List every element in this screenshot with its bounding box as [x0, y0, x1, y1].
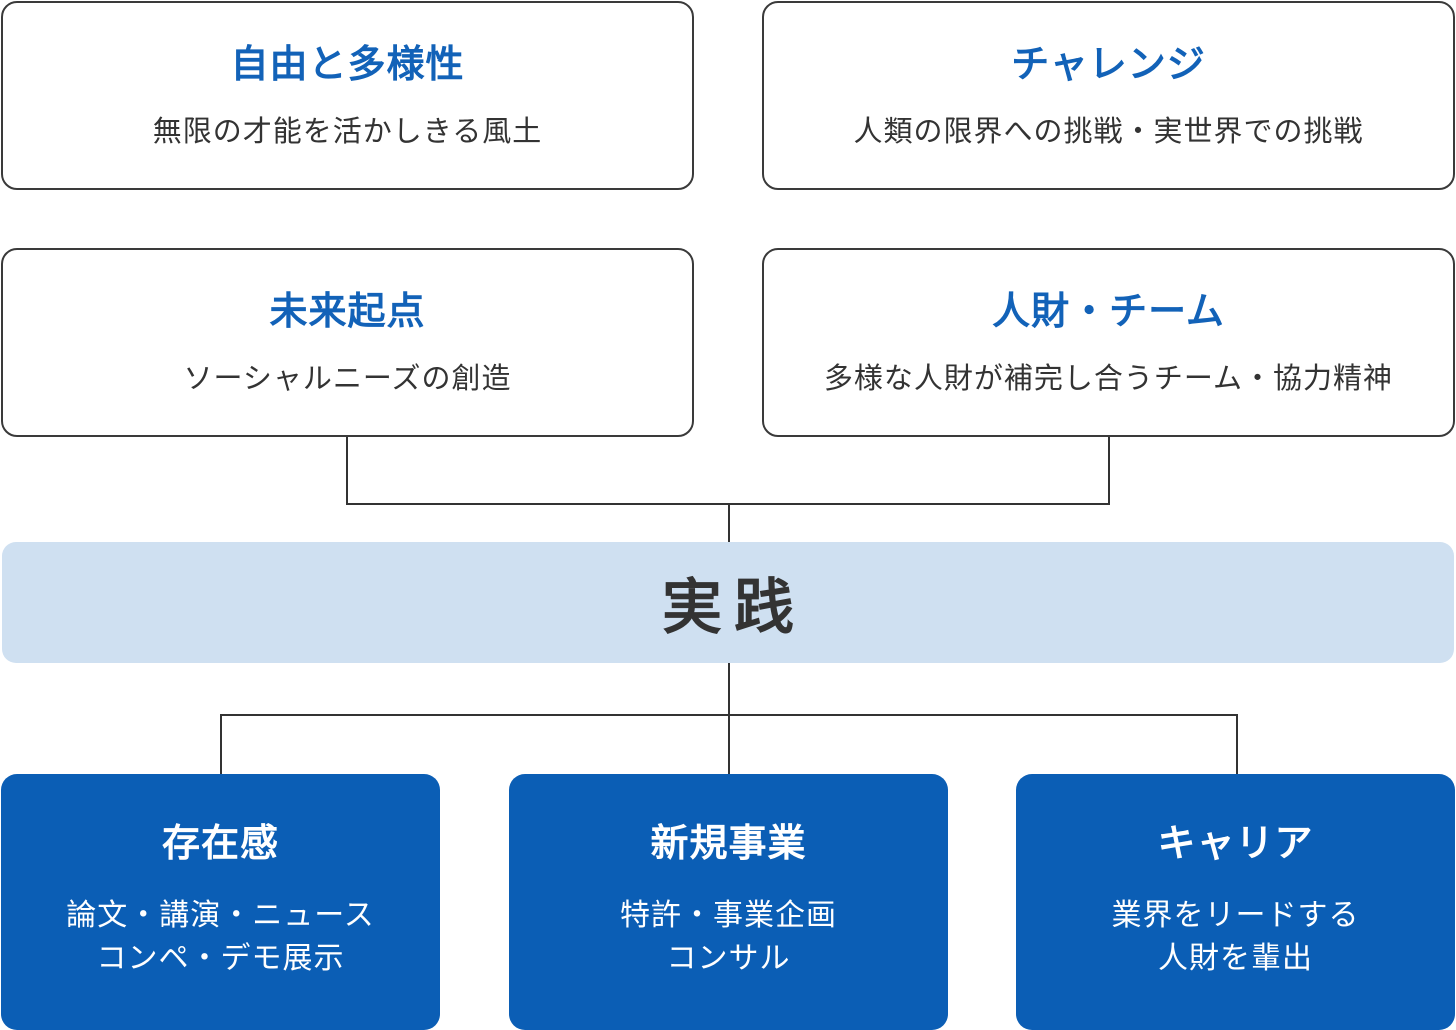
practice-label: 実践 — [662, 573, 806, 643]
outcome-line: 特許・事業企画 — [620, 898, 837, 933]
connector-branch — [220, 714, 1238, 774]
value-title: 自由と多様性 — [230, 42, 465, 86]
value-box-people-team: 人財・チーム 多様な人財が補完し合うチーム・協力精神 — [762, 248, 1455, 437]
connector-left-upper — [346, 437, 729, 505]
value-desc: 無限の才能を活かしきる風土 — [152, 114, 543, 148]
value-box-freedom-diversity: 自由と多様性 無限の才能を活かしきる風土 — [1, 1, 694, 190]
outcome-line: コンペ・デモ展示 — [96, 941, 345, 976]
outcome-line: コンサル — [666, 941, 791, 976]
outcome-line: 人財を輩出 — [1158, 941, 1313, 976]
connector-right-upper — [729, 437, 1110, 505]
practice-bar: 実践 — [2, 542, 1454, 663]
outcome-title: 存在感 — [161, 821, 279, 865]
value-desc: 多様な人財が補完し合うチーム・協力精神 — [823, 361, 1394, 395]
value-box-challenge: チャレンジ 人類の限界への挑戦・実世界での挑戦 — [762, 1, 1455, 190]
outcome-line: 論文・講演・ニュース — [66, 898, 375, 933]
value-title: 人財・チーム — [992, 289, 1225, 333]
outcome-box-presence: 存在感 論文・講演・ニュース コンペ・デモ展示 — [1, 774, 440, 1030]
value-title: 未来起点 — [269, 289, 426, 333]
value-desc: ソーシャルニーズの創造 — [183, 361, 512, 395]
outcome-box-new-business: 新規事業 特許・事業企画 コンサル — [509, 774, 948, 1030]
outcome-title: 新規事業 — [650, 821, 807, 865]
outcome-box-career: キャリア 業界をリードする 人財を輩出 — [1016, 774, 1455, 1030]
value-box-future-origin: 未来起点 ソーシャルニーズの創造 — [1, 248, 694, 437]
value-title: チャレンジ — [1011, 42, 1206, 86]
value-desc: 人類の限界への挑戦・実世界での挑戦 — [853, 114, 1364, 148]
outcome-title: キャリア — [1157, 821, 1314, 865]
outcome-line: 業界をリードする — [1111, 898, 1360, 933]
